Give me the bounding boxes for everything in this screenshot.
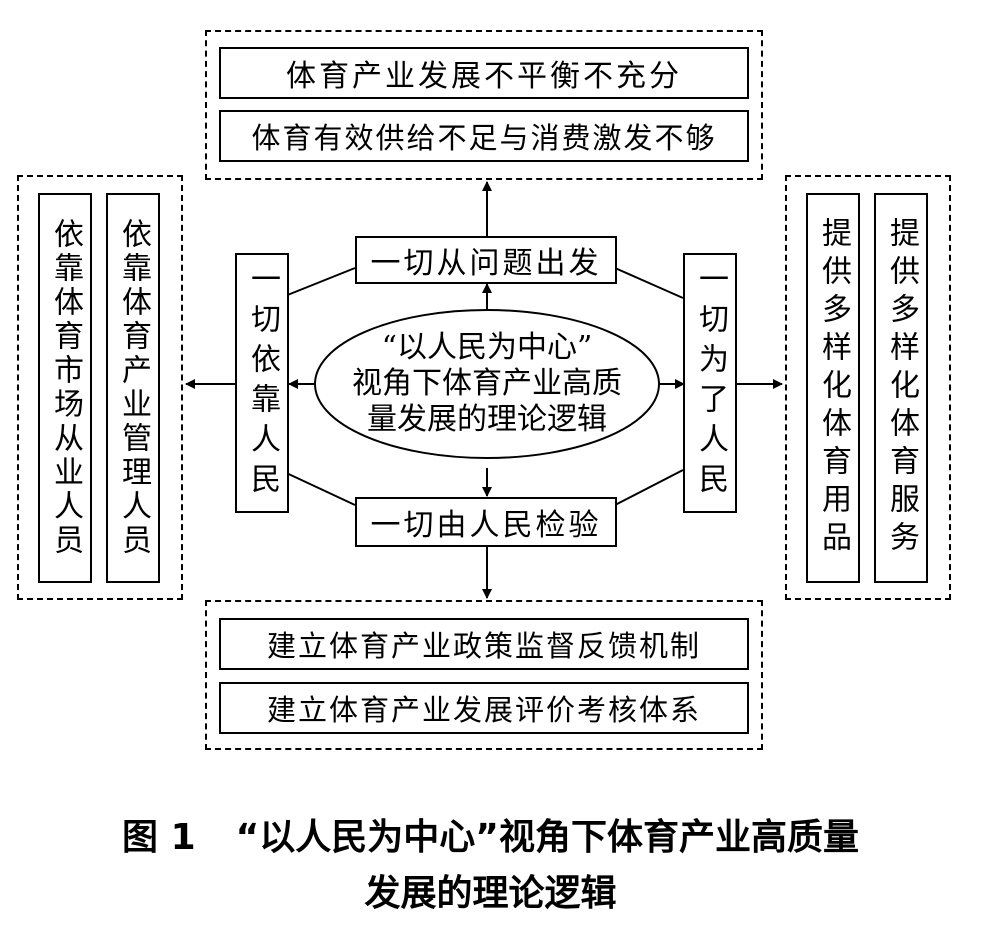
right-item-1: 提供多样化体育用品	[806, 193, 860, 583]
bottom-item-1: 建立体育产业政策监督反馈机制	[219, 618, 749, 670]
left-item-2: 依靠体育产业管理人员	[106, 193, 160, 583]
center-text: “以人民为中心” 视角下体育产业高质 量发展的理论逻辑	[315, 330, 659, 440]
inner-bottom-box: 一切由人民检验	[355, 497, 617, 547]
center-line-3: 量发展的理论逻辑	[367, 402, 607, 437]
top-item-2: 体育有效供给不足与消费激发不够	[219, 110, 749, 162]
bottom-group	[205, 600, 763, 750]
figure-number: 图 1	[122, 817, 196, 858]
connector-line	[614, 267, 684, 299]
right-item-2: 提供多样化体育服务	[874, 193, 928, 583]
center-line-1: “以人民为中心”	[381, 330, 593, 365]
bottom-item-2: 建立体育产业发展评价考核体系	[219, 682, 749, 734]
inner-left-box: 一切依靠人民	[235, 253, 289, 513]
top-group	[205, 30, 763, 180]
left-group	[17, 175, 183, 600]
caption-line-1: “以人民为中心”视角下体育产业高质量	[235, 817, 859, 858]
center-ellipse	[314, 309, 660, 459]
caption-line-2: 发展的理论逻辑	[364, 873, 617, 914]
caption-line-2-wrap: 发展的理论逻辑	[0, 864, 981, 916]
connector-line	[279, 267, 356, 299]
inner-top-box: 一切从问题出发	[355, 236, 617, 284]
connector-line	[279, 469, 356, 506]
connector-line	[614, 469, 684, 506]
top-item-1: 体育产业发展不平衡不充分	[219, 47, 749, 99]
figure-caption: 图 1 “以人民为中心”视角下体育产业高质量	[0, 808, 981, 860]
left-item-1: 依靠体育市场从业人员	[38, 193, 92, 583]
inner-right-box: 一切为了人民	[683, 253, 737, 513]
right-group	[785, 175, 951, 600]
center-line-2: 视角下体育产业高质	[352, 366, 622, 401]
